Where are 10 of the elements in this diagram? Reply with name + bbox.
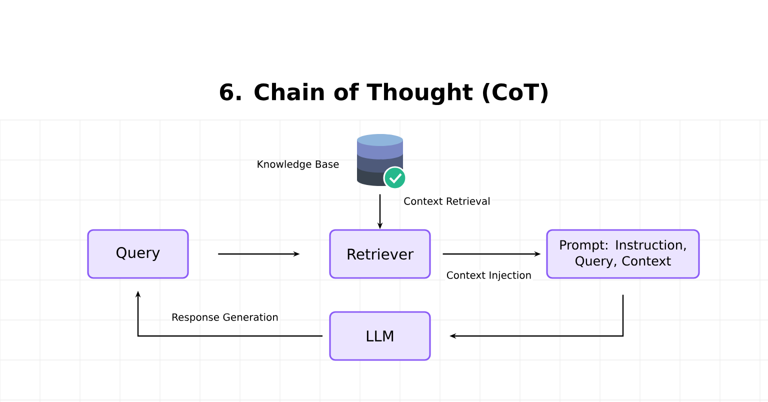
prompt-box: Prompt: Instruction, Query, Context: [546, 229, 700, 279]
edge-label: Context Retrieval: [404, 197, 490, 205]
edge-label: Response Generation: [172, 313, 278, 323]
query-box: Query: [87, 229, 189, 279]
retriever-box: Retriever: [329, 229, 431, 279]
llm-box: LLM: [329, 311, 431, 361]
database-drawing: [357, 134, 407, 190]
node-caption: Knowledge Base: [258, 160, 339, 170]
title: 6. Chain of Thought (CoT): [220, 82, 548, 106]
edge-label: Context Injection: [446, 271, 531, 281]
